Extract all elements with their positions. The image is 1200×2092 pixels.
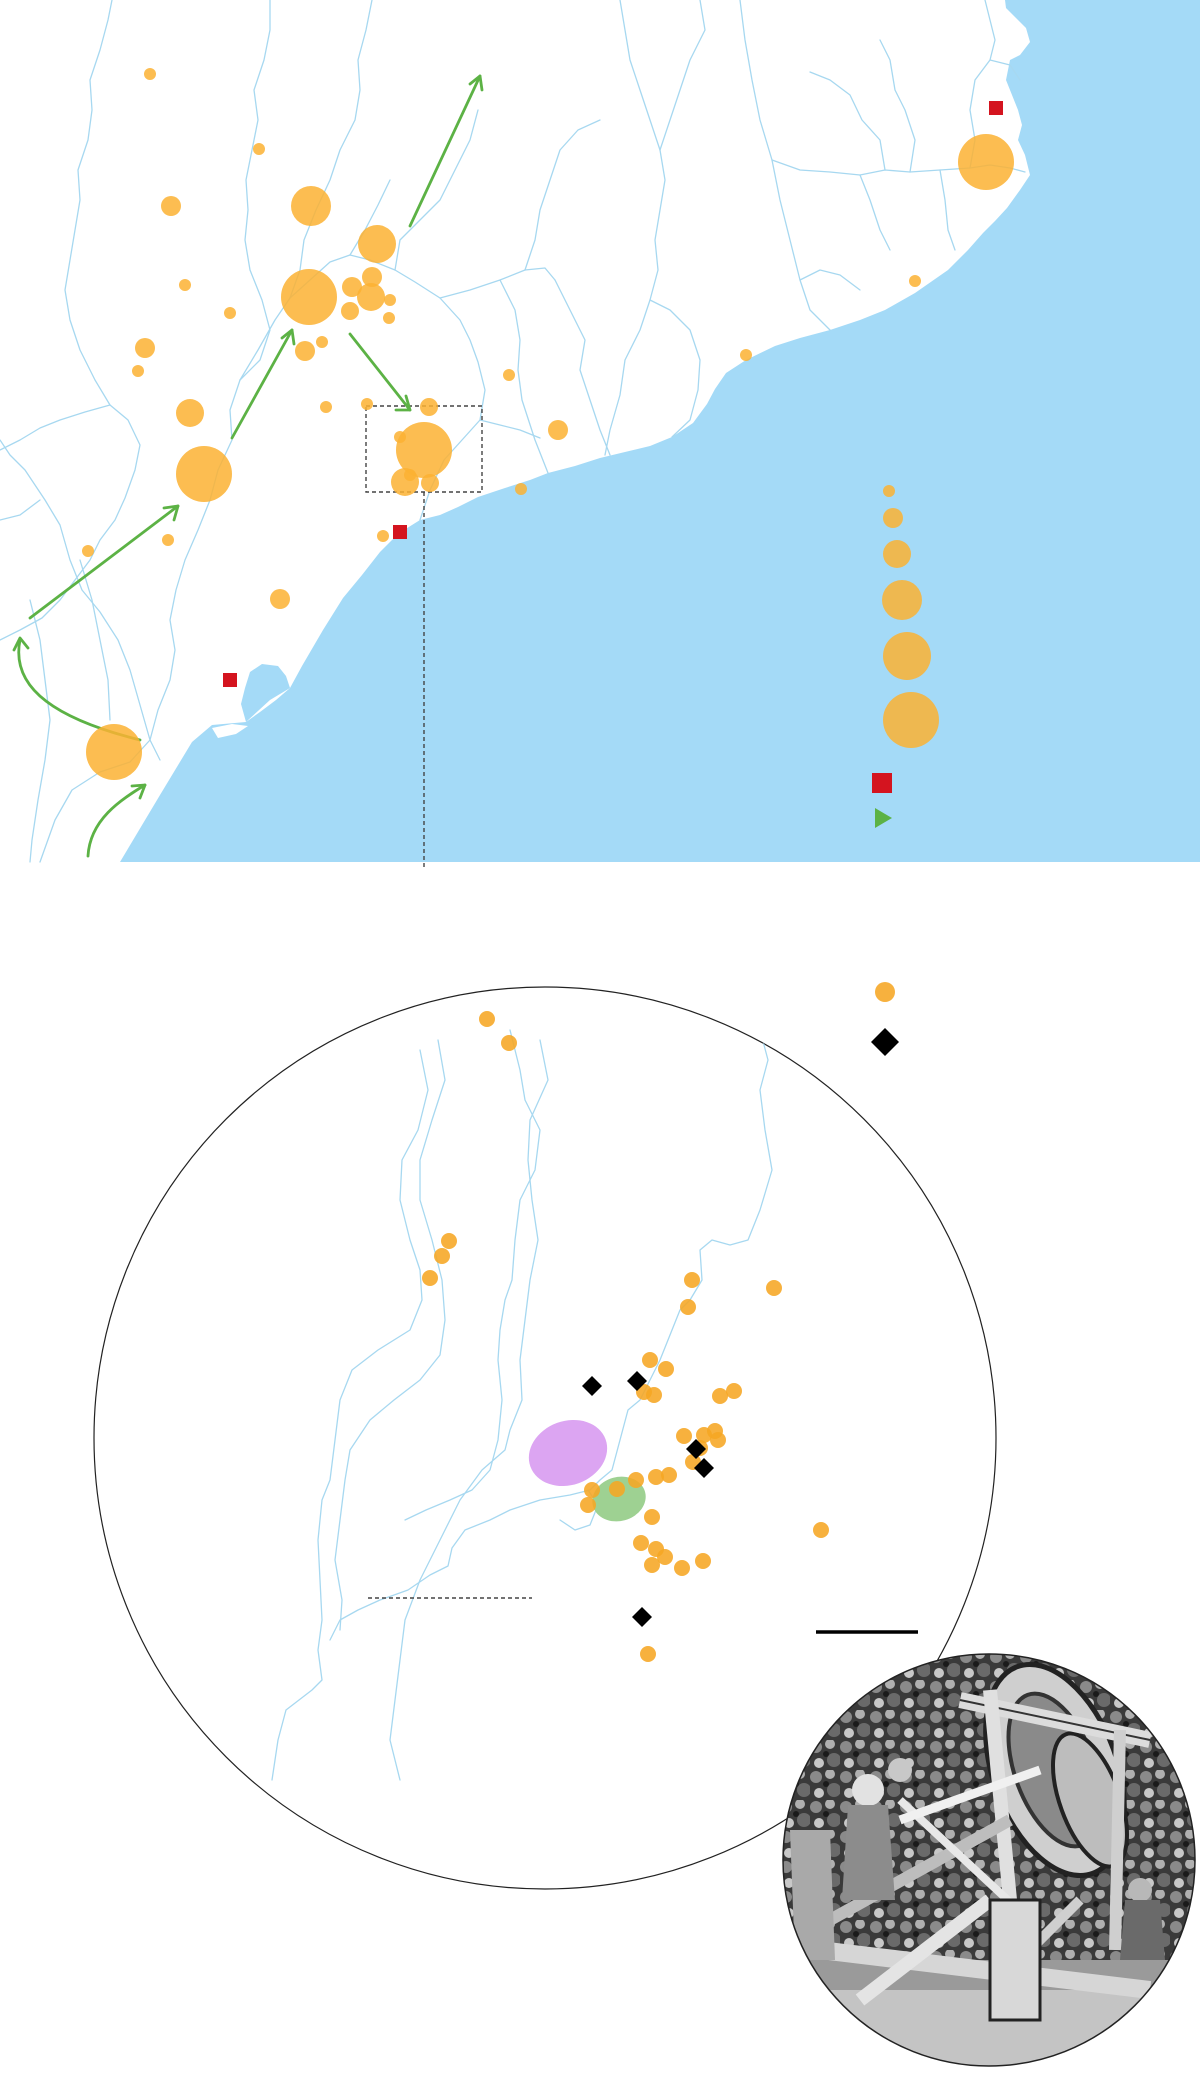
- legend-size-6: [883, 692, 939, 748]
- sea: [120, 0, 1200, 862]
- site-markers: [82, 68, 1014, 780]
- inset-map: [93, 982, 997, 1890]
- zone-green: [592, 1476, 646, 1522]
- zone-purple: [528, 1419, 608, 1487]
- river-network: [0, 0, 1026, 863]
- legend-size-4: [882, 580, 922, 620]
- orange-circle-icon: [875, 982, 895, 1002]
- legend-size-3: [883, 540, 911, 568]
- legend-size-1: [883, 485, 895, 497]
- red-square-icon: [872, 773, 892, 793]
- coastal-spit: [212, 724, 248, 738]
- inset-legend: [871, 982, 899, 1056]
- port-markers: [223, 101, 1003, 687]
- legend-size-5: [883, 632, 931, 680]
- inset-site-markers: [422, 1011, 829, 1662]
- green-triangle-icon: [875, 808, 892, 828]
- black-diamond-icon: [871, 1028, 899, 1056]
- main-map: [0, 0, 1200, 870]
- inset-find-markers: [582, 1371, 714, 1627]
- estuary: [241, 664, 290, 722]
- legend-size-2: [883, 508, 903, 528]
- route-arrows: [12, 74, 484, 858]
- map-legend: [872, 485, 939, 828]
